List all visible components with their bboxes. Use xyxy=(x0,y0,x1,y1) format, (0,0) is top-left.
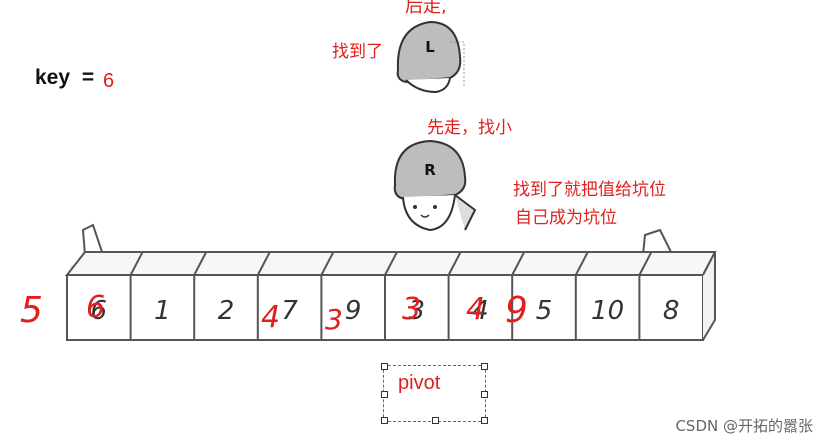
array-cell-value: 5 xyxy=(536,296,553,326)
key-label: key xyxy=(35,66,70,89)
left-helmet-letter: L xyxy=(425,38,435,56)
annotation-cell7: 9 xyxy=(505,290,528,331)
array-cell-value: 9 xyxy=(345,296,362,326)
array-cell-value: 10 xyxy=(591,296,624,326)
watermark: CSDN @开拓的嚣张 xyxy=(675,415,813,436)
key-equals: = xyxy=(82,66,94,89)
array-cell-value: 2 xyxy=(218,296,235,326)
array-cell-value: 1 xyxy=(154,296,171,326)
pivot-label: pivot xyxy=(398,372,440,395)
found-left-text: 找到了 xyxy=(332,37,383,62)
key-label-group: key = xyxy=(35,66,94,90)
right-found-line1: 找到了就把值给坑位 xyxy=(513,175,666,200)
annotation-left-of-array: 5 xyxy=(20,290,43,331)
left-soldier-illustration: L xyxy=(388,12,478,97)
annotation-cell3: 4 xyxy=(261,300,280,335)
array-cell-value: 7 xyxy=(281,296,298,326)
key-value: 6 xyxy=(103,70,114,93)
pivot-box[interactable]: pivot xyxy=(383,365,486,422)
annotation-cell6: 4 xyxy=(466,292,485,327)
annotation-cell4: 3 xyxy=(325,303,343,336)
array-cell-value: 8 xyxy=(663,296,680,326)
annotation-cell0: 6 xyxy=(86,290,105,325)
annotation-cell5: 3 xyxy=(402,292,421,327)
right-helmet-letter: R xyxy=(424,161,436,179)
